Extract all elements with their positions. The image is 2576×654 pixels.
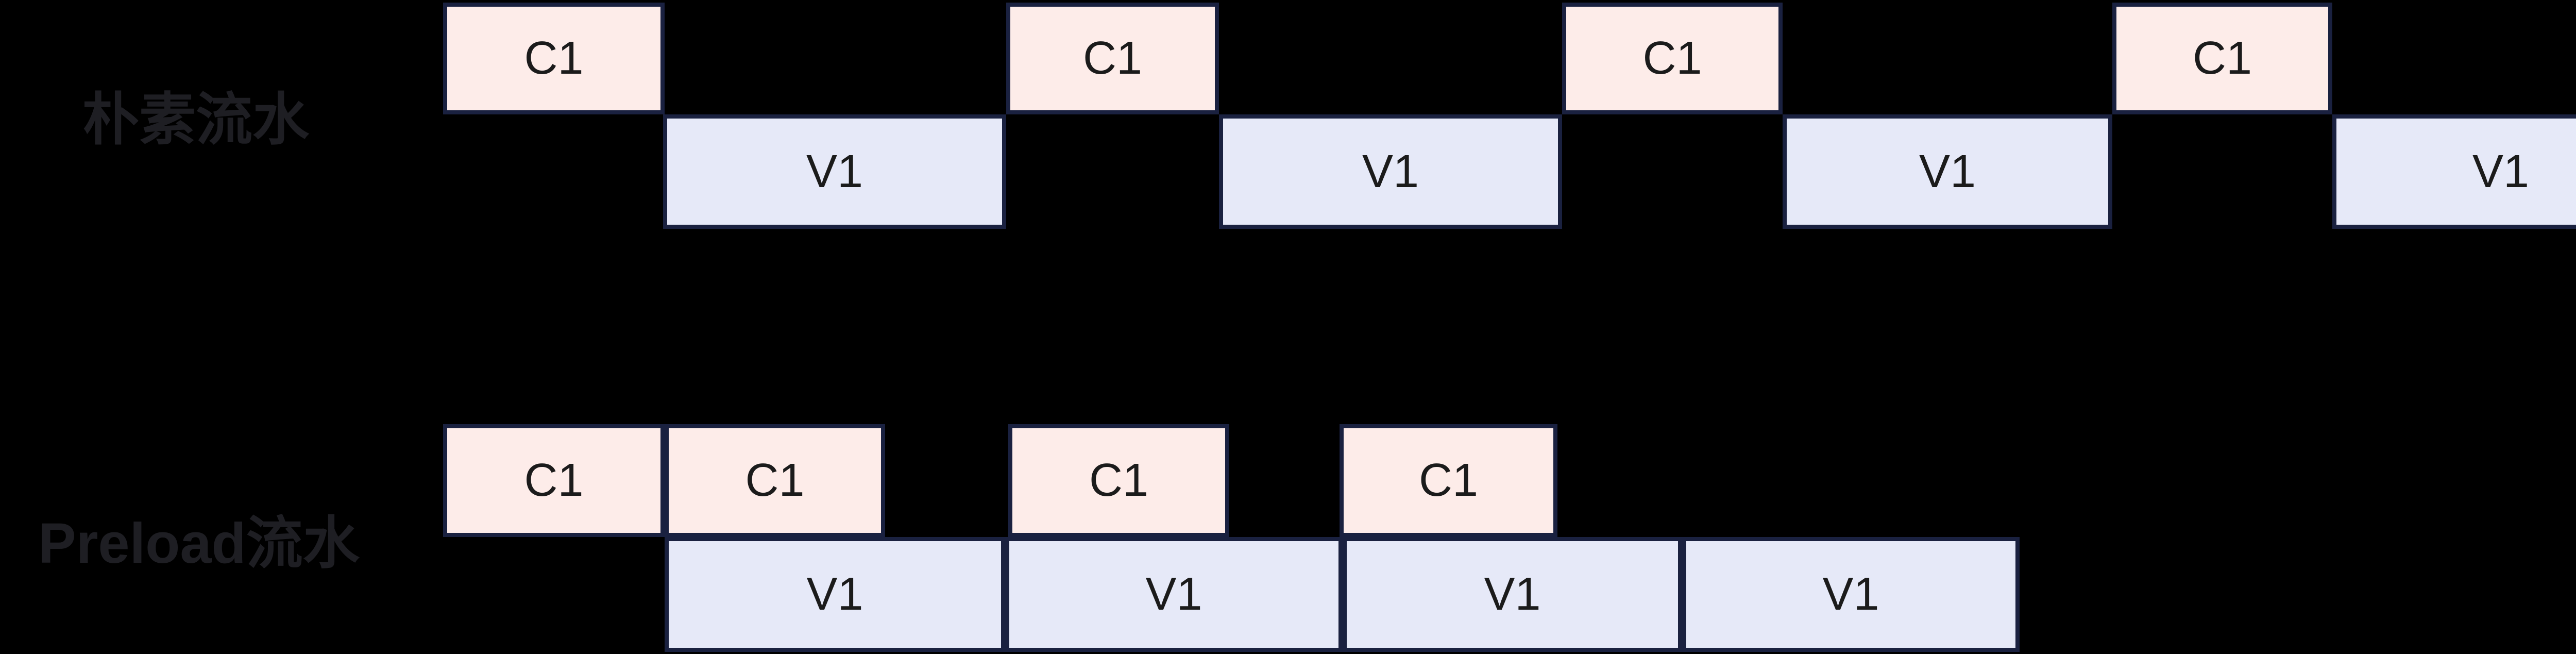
v1-box: V1 <box>1783 114 2112 229</box>
c1-box: C1 <box>1008 424 1229 537</box>
c1-box: C1 <box>665 424 885 537</box>
v1-box: V1 <box>1343 537 1682 652</box>
c1-box: C1 <box>1562 3 1783 114</box>
c1-box: C1 <box>1006 3 1219 114</box>
v1-box: V1 <box>1005 537 1343 652</box>
v1-box: V1 <box>665 537 1005 652</box>
c1-box: C1 <box>443 424 665 537</box>
c1-box: C1 <box>2112 3 2332 114</box>
v1-box: V1 <box>1219 114 1562 229</box>
pipeline-label: 朴素流水 <box>82 88 309 152</box>
pipeline-label: Preload流水 <box>38 512 360 575</box>
c1-box: C1 <box>1340 424 1557 537</box>
v1-box: V1 <box>663 114 1006 229</box>
v1-box: V1 <box>1682 537 2020 652</box>
c1-box: C1 <box>443 3 665 114</box>
v1-box: V1 <box>2332 114 2576 229</box>
